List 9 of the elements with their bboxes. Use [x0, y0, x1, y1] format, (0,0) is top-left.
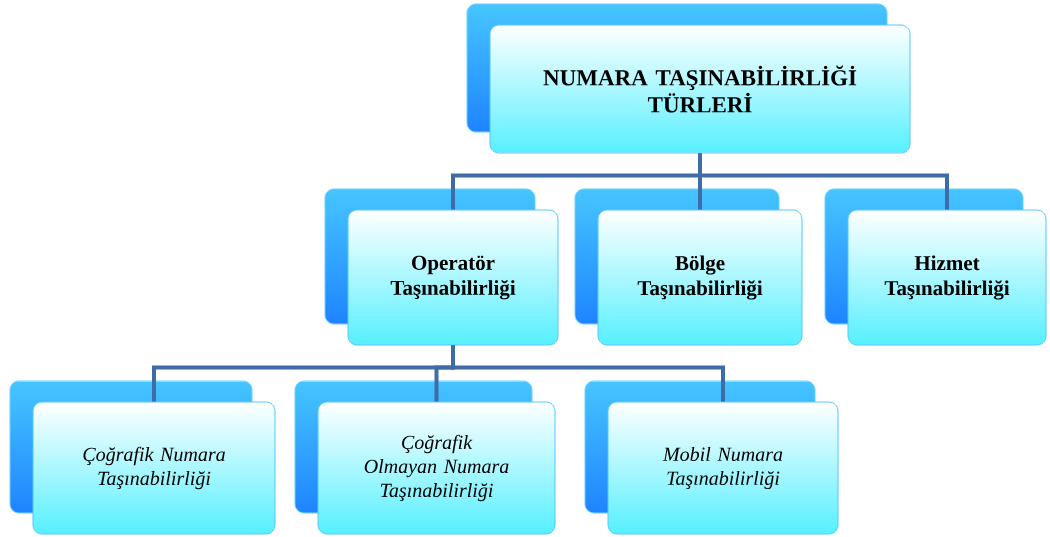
process-box: Çoğrafik Numara Taşınabilirliği	[9, 380, 276, 535]
process-box: Hizmet Taşınabilirliği	[824, 188, 1047, 346]
process-box: Operatör Taşınabilirliği	[324, 188, 559, 346]
process-box: Mobil Numara Taşınabilirliği	[584, 380, 839, 535]
connector-line	[451, 345, 725, 402]
connector-line	[698, 153, 949, 210]
process-box: Çoğrafik Olmayan Numara Taşınabilirliği	[294, 380, 556, 535]
process-box: NUMARA TAŞINABİLİRLİĞİ TÜRLERİ	[466, 3, 911, 154]
process-box: Bölge Taşınabilirliği	[574, 188, 803, 346]
